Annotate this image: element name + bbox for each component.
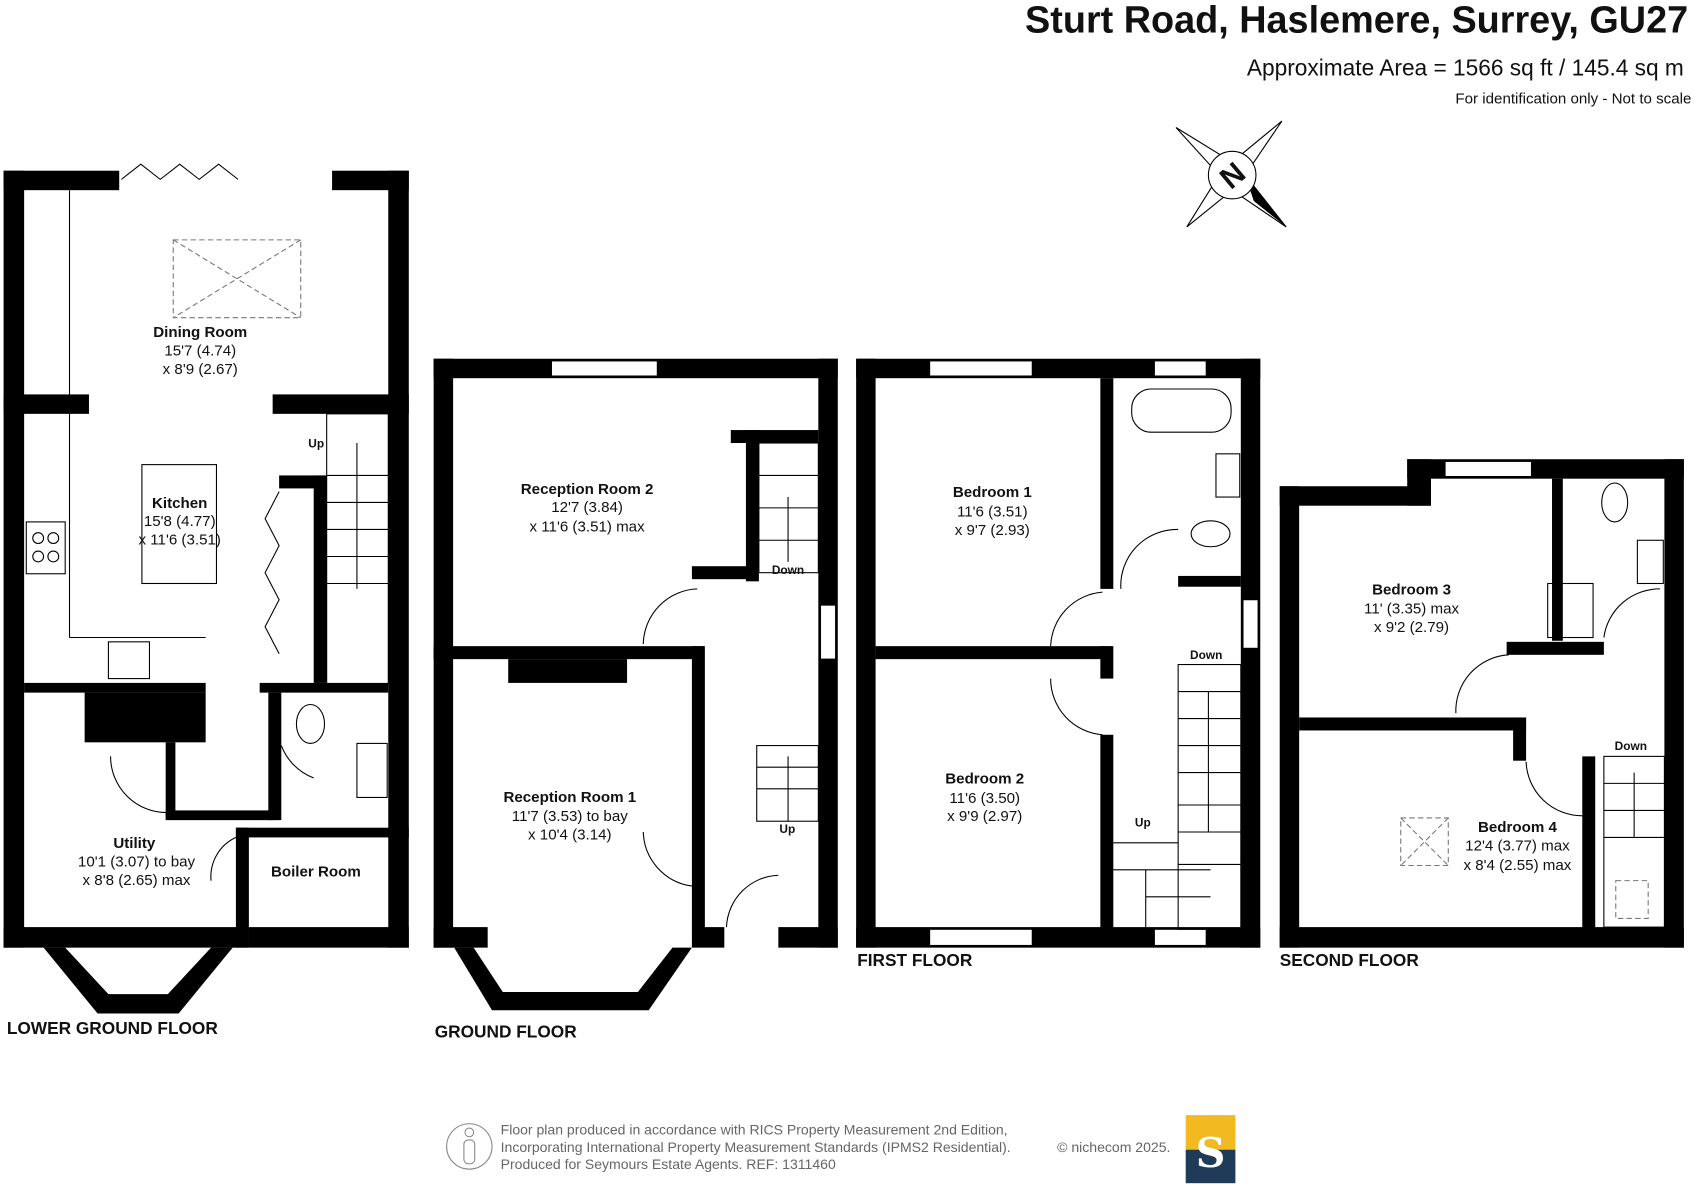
kitchen-dim1: 15'8 (4.77) <box>144 513 216 530</box>
ground-stairs-up-label: Up <box>779 822 795 836</box>
reception-room-2-dim2: x 11'6 (3.51) max <box>530 519 646 536</box>
bedroom-1-dim1: 11'6 (3.51) <box>957 503 1028 520</box>
ground-floor-plan: Down Up Reception Room 2 12'7 (3.84) x 1… <box>433 358 838 1041</box>
reception-room-1-name: Reception Room 1 <box>503 789 636 806</box>
north-compass-icon: N <box>1175 120 1287 228</box>
toilet-icon <box>1190 520 1231 548</box>
first-stairs-down-label: Down <box>1190 648 1222 662</box>
toilet-icon <box>295 703 326 744</box>
approximate-area: Approximate Area = 1566 sq ft / 145.4 sq… <box>1247 55 1684 81</box>
bedroom-2-dim1: 11'6 (3.50) <box>949 790 1020 807</box>
bedroom-1-dim2: x 9'7 (2.93) <box>955 522 1030 539</box>
bedroom-4-dim2: x 8'4 (2.55) max <box>1464 857 1572 874</box>
bedroom-1-name: Bedroom 1 <box>953 484 1032 501</box>
lower-ground-floor-label: LOWER GROUND FLOOR <box>7 1018 219 1038</box>
basin-icon <box>1636 539 1664 585</box>
reception-room-1-dim2: x 10'4 (3.14) <box>528 827 612 844</box>
sink-icon <box>107 641 151 680</box>
basin-icon <box>356 742 388 798</box>
ground-floor-label: GROUND FLOOR <box>435 1021 577 1041</box>
footer: Floor plan produced in accordance with R… <box>446 1115 1236 1184</box>
footer-rics-line: Floor plan produced in accordance with R… <box>501 1122 1008 1138</box>
seymours-logo: S <box>1185 1115 1236 1184</box>
bedroom-3-name: Bedroom 3 <box>1372 581 1451 598</box>
reception-room-1-dim1: 11'7 (3.53) to bay <box>512 808 628 825</box>
basin-icon <box>1215 453 1241 498</box>
bedroom-3-dim2: x 9'2 (2.79) <box>1374 619 1449 636</box>
property-title: Sturt Road, Haslemere, Surrey, GU27 <box>1025 0 1688 41</box>
second-floor-plan: Down Bedroom 3 11' (3.35) max x 9'2 (2.7… <box>1279 459 1684 970</box>
utility-dim1: 10'1 (3.07) to bay <box>78 854 196 871</box>
boiler-room-name: Boiler Room <box>271 863 361 880</box>
bath-icon <box>1131 388 1232 433</box>
bedroom-4-dim1: 12'4 (3.77) max <box>1465 837 1570 854</box>
dining-room-dim2: x 8'9 (2.67) <box>163 361 238 378</box>
reception-room-2-name: Reception Room 2 <box>521 481 654 498</box>
first-floor-label: FIRST FLOOR <box>857 950 973 970</box>
second-stairs-down-label: Down <box>1615 739 1647 753</box>
bedroom-3-dim1: 11' (3.35) max <box>1364 601 1459 618</box>
footer-ipms-line: Incorporating International Property Mea… <box>501 1139 1011 1155</box>
utility-name: Utility <box>113 835 156 852</box>
dining-room-dim1: 15'7 (4.74) <box>164 342 236 359</box>
dining-room-name: Dining Room <box>153 324 247 341</box>
ground-stairs-down-label: Down <box>772 563 804 577</box>
bedroom-4-name: Bedroom 4 <box>1478 819 1558 836</box>
person-icon <box>446 1123 493 1170</box>
bedroom-2-dim2: x 9'9 (2.97) <box>947 808 1022 825</box>
footer-reference-line: Produced for Seymours Estate Agents. REF… <box>501 1156 836 1172</box>
lower-ground-stairs-up-label: Up <box>308 436 324 450</box>
kitchen-name: Kitchen <box>152 495 207 512</box>
shower-icon <box>1547 582 1594 639</box>
svg-text:S: S <box>1196 1128 1226 1177</box>
utility-dim2: x 8'8 (2.65) max <box>83 872 191 889</box>
footer-copyright: © nichecom 2025. <box>1057 1139 1170 1155</box>
hob-icon <box>25 521 66 575</box>
kitchen-dim2: x 11'6 (3.51) <box>139 532 221 549</box>
first-floor-plan: Down Up Bedroom 1 11'6 (3.51) x 9'7 (2.9… <box>856 358 1261 970</box>
toilet-icon <box>1601 482 1629 523</box>
lower-ground-floor-plan: Up Dining Room 15'7 (4.74) x 8'9 (2.67) … <box>3 163 409 1038</box>
bedroom-2-name: Bedroom 2 <box>945 770 1024 787</box>
first-stairs-up-label: Up <box>1135 816 1151 830</box>
identification-note: For identification only - Not to scale <box>1455 91 1691 108</box>
second-floor-label: SECOND FLOOR <box>1280 950 1420 970</box>
reception-room-2-dim1: 12'7 (3.84) <box>551 499 623 516</box>
